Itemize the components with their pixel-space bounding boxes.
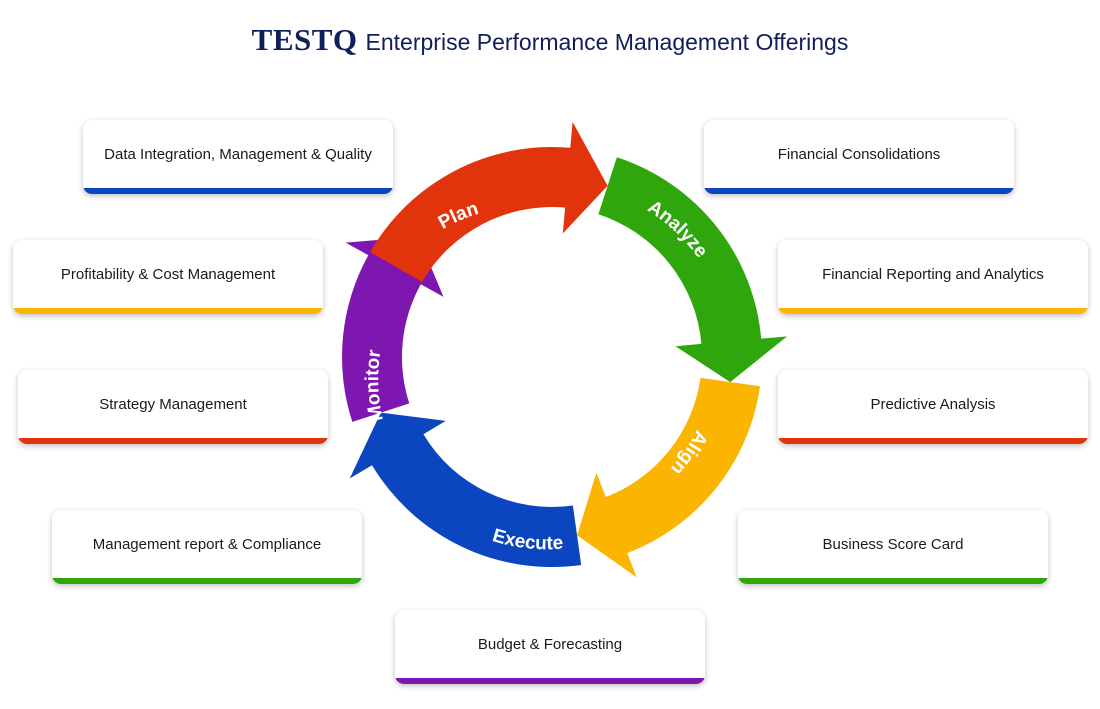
card-accent-bar [395, 678, 705, 684]
card-business-score-card: Business Score Card [738, 510, 1048, 584]
cycle-segment-analyze [598, 157, 788, 383]
card-accent-bar [13, 308, 323, 314]
card-accent-bar [704, 188, 1014, 194]
card-label: Data Integration, Management & Quality [104, 146, 372, 163]
card-management-report: Management report & Compliance [52, 510, 362, 584]
card-financial-reporting: Financial Reporting and Analytics [778, 240, 1088, 314]
card-accent-bar [778, 308, 1088, 314]
card-accent-bar [52, 578, 362, 584]
card-accent-bar [83, 188, 393, 194]
cycle-segment-plan [370, 121, 608, 283]
card-label: Business Score Card [822, 536, 964, 553]
card-predictive-analysis: Predictive Analysis [778, 370, 1088, 444]
card-label: Strategy Management [99, 396, 247, 413]
card-profitability: Profitability & Cost Management [13, 240, 323, 314]
cycle-segment-execute [349, 412, 582, 568]
card-strategy: Strategy Management [18, 370, 328, 444]
card-financial-consolidations: Financial Consolidations [704, 120, 1014, 194]
card-accent-bar [18, 438, 328, 444]
card-label: Budget & Forecasting [477, 636, 623, 653]
card-label: Financial Reporting and Analytics [822, 266, 1044, 283]
page-title-text: Enterprise Performance Management Offeri… [365, 29, 849, 55]
card-label: Financial Consolidations [777, 146, 941, 163]
card-budget: Budget & Forecasting [395, 610, 705, 684]
card-label: Predictive Analysis [870, 396, 996, 413]
card-accent-bar [778, 438, 1088, 444]
card-data-integration: Data Integration, Management & Quality [83, 120, 393, 194]
brand-logo: TESTQ [251, 22, 358, 57]
card-label: Profitability & Cost Management [60, 266, 276, 283]
page-title: TESTQ Enterprise Performance Management O… [0, 22, 1100, 58]
cycle-segment-monitor [342, 236, 444, 422]
cycle-segment-align [577, 377, 760, 578]
card-accent-bar [738, 578, 1048, 584]
card-label: Management report & Compliance [92, 536, 322, 553]
